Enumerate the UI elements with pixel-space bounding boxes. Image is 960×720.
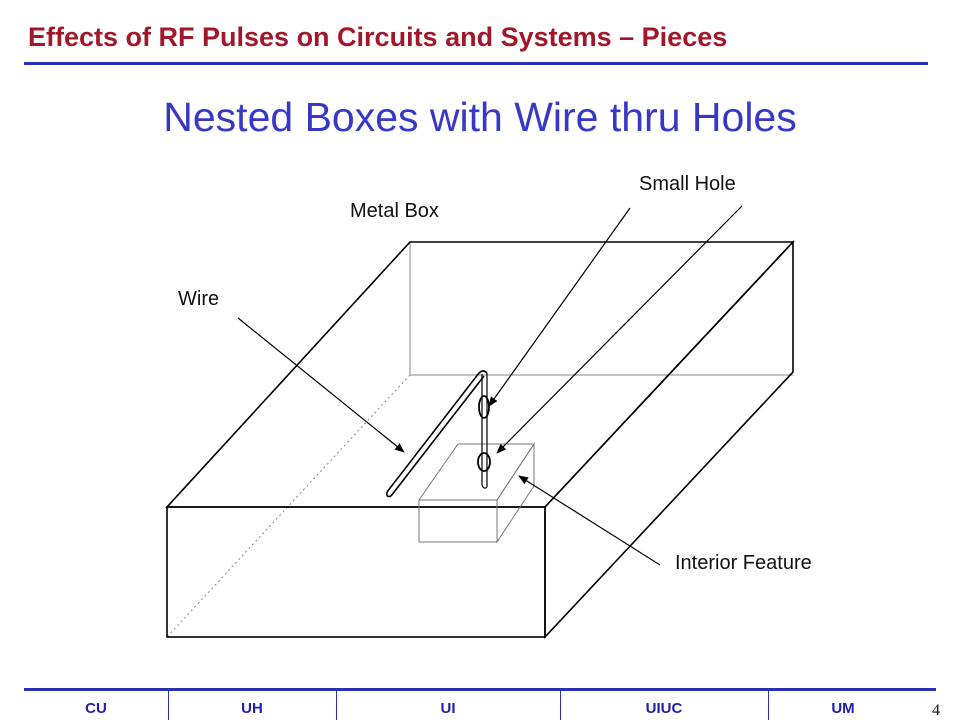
footer-cell-um: UM bbox=[831, 700, 855, 717]
metal-box bbox=[165, 239, 795, 640]
wire bbox=[386, 370, 488, 498]
footer-divider bbox=[336, 690, 337, 720]
metal-box-label: Metal Box bbox=[350, 200, 439, 222]
footer-divider bbox=[768, 690, 769, 720]
small-hole-label: Small Hole bbox=[639, 173, 736, 195]
footer-cell-uiuc: UIUC bbox=[645, 700, 683, 717]
footer-cell-cu: CU bbox=[85, 700, 107, 717]
header-rule bbox=[24, 62, 928, 65]
header-title: Effects of RF Pulses on Circuits and Sys… bbox=[28, 22, 728, 52]
footer-cell-ui: UI bbox=[440, 700, 456, 717]
interior-feature-label: Interior Feature bbox=[675, 552, 812, 574]
callout-arrows bbox=[237, 205, 743, 566]
footer-divider bbox=[168, 690, 169, 720]
wire-label: Wire bbox=[178, 288, 219, 310]
page-number: 4 bbox=[932, 702, 940, 719]
interior-feature-box bbox=[418, 442, 535, 544]
footer-divider bbox=[560, 690, 561, 720]
footer-rule bbox=[24, 688, 936, 691]
footer-cell-uh: UH bbox=[241, 700, 263, 717]
slide-title: Nested Boxes with Wire thru Holes bbox=[163, 94, 797, 140]
small-holes bbox=[477, 395, 491, 472]
